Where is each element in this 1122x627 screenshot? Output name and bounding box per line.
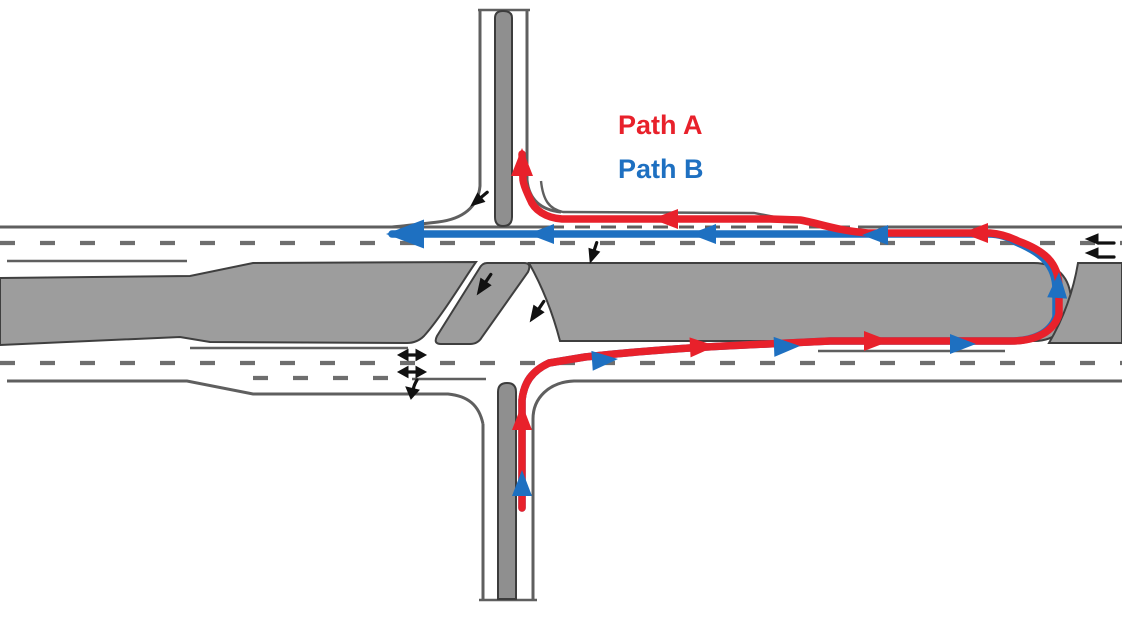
north-leg-median-strip: [494, 9, 513, 228]
east-channel-arrow: [529, 299, 546, 323]
channel-mouth-arrow: [588, 240, 601, 264]
crossover-movement-arrows: [396, 190, 1116, 400]
path-a-mid-arrowheads: [512, 209, 988, 430]
path-b-terminal-arrowhead: [386, 219, 424, 249]
wb-right-turn-lane-edge: [539, 180, 823, 228]
south-leg: [479, 381, 537, 602]
bent-down-arrow: [405, 378, 420, 400]
wb-entry-arrow-upper: [1084, 233, 1116, 245]
path-a-route: [511, 148, 1063, 512]
legend: Path A Path B: [618, 103, 704, 191]
north-leg-west-edge: [391, 10, 482, 229]
north-leg-corner-arrow: [470, 190, 489, 207]
north-leg-east-edge: [525, 10, 562, 214]
west-channel-arrow: [476, 272, 493, 296]
median-islands: [0, 260, 1122, 347]
far-east-median-piece: [1047, 262, 1122, 344]
west-median-island: [0, 260, 478, 347]
eb-south-edge-east: [531, 379, 1122, 420]
path-a-line: [518, 150, 1063, 512]
legend-path-a-label: Path A: [618, 110, 703, 140]
wb-entry-arrow-lower: [1084, 247, 1116, 259]
eb-south-edge-west: [7, 379, 485, 425]
two-way-arrow-upper: [396, 348, 428, 362]
center-crossover-island: [434, 262, 531, 345]
path-b-mid-arrowheads: [512, 224, 1068, 496]
south-leg-median-strip: [497, 381, 517, 600]
legend-path-b-label: Path B: [618, 154, 704, 184]
east-median-island: [527, 262, 1073, 342]
path-a-terminal-arrowhead: [511, 148, 533, 176]
two-way-arrow-lower: [396, 365, 428, 379]
